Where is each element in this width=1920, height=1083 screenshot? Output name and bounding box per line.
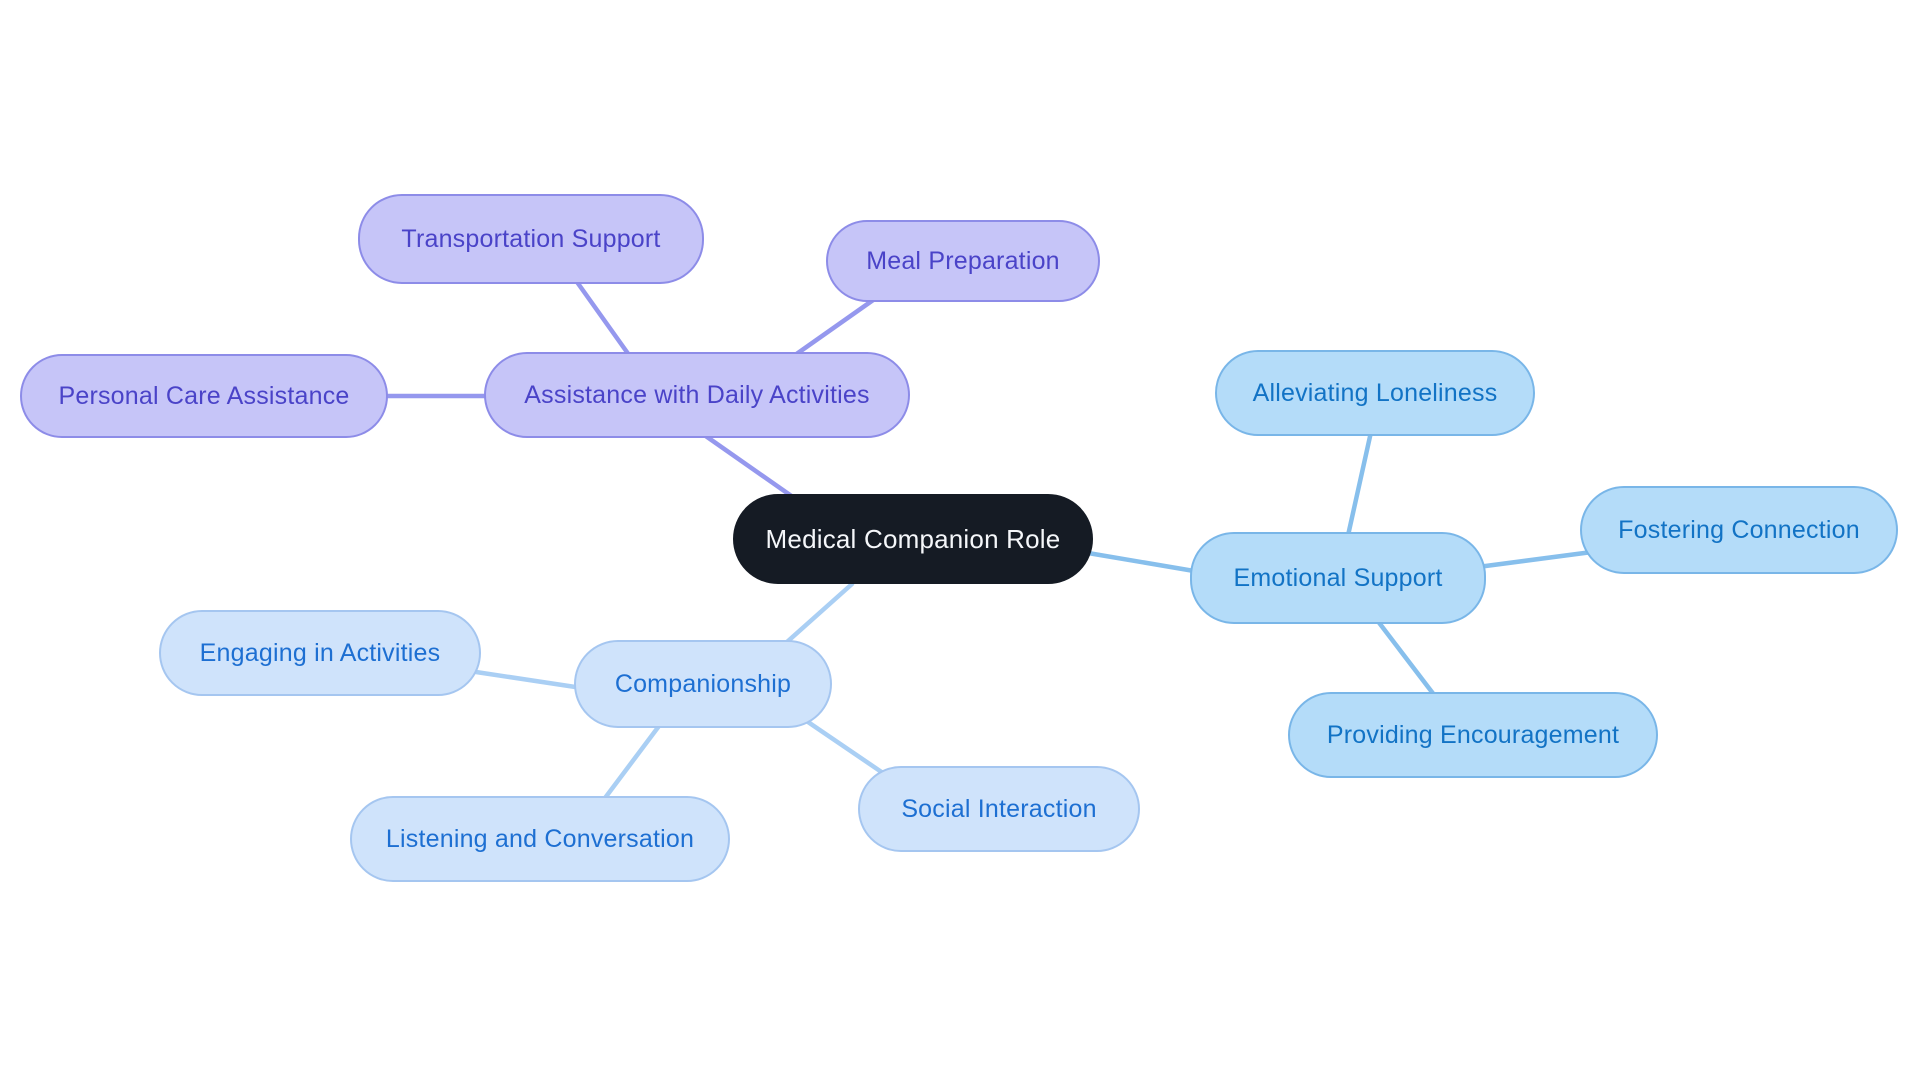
mindmap-node-root[interactable]: Medical Companion Role xyxy=(733,494,1093,584)
edge-listening xyxy=(599,719,665,805)
edge-alleviating xyxy=(1344,429,1374,543)
mindmap-node-engaging-in-activities[interactable]: Engaging in Activities xyxy=(159,610,481,696)
node-label: Social Interaction xyxy=(901,794,1097,823)
node-label: Companionship xyxy=(614,669,792,698)
mindmap-node-listening-and-conversation[interactable]: Listening and Conversation xyxy=(350,796,730,882)
node-label: Meal Preparation xyxy=(866,246,1060,275)
root-label: Medical Companion Role xyxy=(765,523,1061,554)
mindmap-node-alleviating-loneliness[interactable]: Alleviating Loneliness xyxy=(1215,350,1535,436)
node-label: Alleviating Loneliness xyxy=(1252,378,1498,407)
edge-providing xyxy=(1374,617,1441,703)
mindmap-node-social-interaction[interactable]: Social Interaction xyxy=(858,766,1140,852)
node-label: Transportation Support xyxy=(401,224,661,253)
mindmap-node-companionship[interactable]: Companionship xyxy=(574,640,832,728)
edge-meal-preparation xyxy=(785,295,879,363)
node-label: Fostering Connection xyxy=(1618,515,1860,544)
mindmap-node-personal-care-assistance[interactable]: Personal Care Assistance xyxy=(20,354,388,438)
mindmap-node-assistance-with-daily-activities[interactable]: Assistance with Daily Activities xyxy=(484,352,910,438)
edge-emotional-root xyxy=(1085,550,1203,575)
mindmap-node-transportation-support[interactable]: Transportation Support xyxy=(358,194,704,284)
mindmap-node-providing-encouragement[interactable]: Providing Encouragement xyxy=(1288,692,1658,778)
edge-assistance-root xyxy=(697,429,803,505)
node-label: Listening and Conversation xyxy=(385,824,695,853)
node-label: Assistance with Daily Activities xyxy=(524,380,870,409)
mindmap-node-meal-preparation[interactable]: Meal Preparation xyxy=(826,220,1100,302)
mindmap-node-emotional-support[interactable]: Emotional Support xyxy=(1190,532,1486,624)
edge-engaging xyxy=(473,669,585,691)
node-label: Emotional Support xyxy=(1233,563,1443,592)
edge-transportation xyxy=(574,279,637,365)
node-label: Engaging in Activities xyxy=(199,638,441,667)
node-label: Providing Encouragement xyxy=(1326,720,1620,749)
edge-fostering xyxy=(1475,549,1595,570)
mindmap-node-fostering-connection[interactable]: Fostering Connection xyxy=(1580,486,1898,574)
node-label: Personal Care Assistance xyxy=(58,381,350,410)
